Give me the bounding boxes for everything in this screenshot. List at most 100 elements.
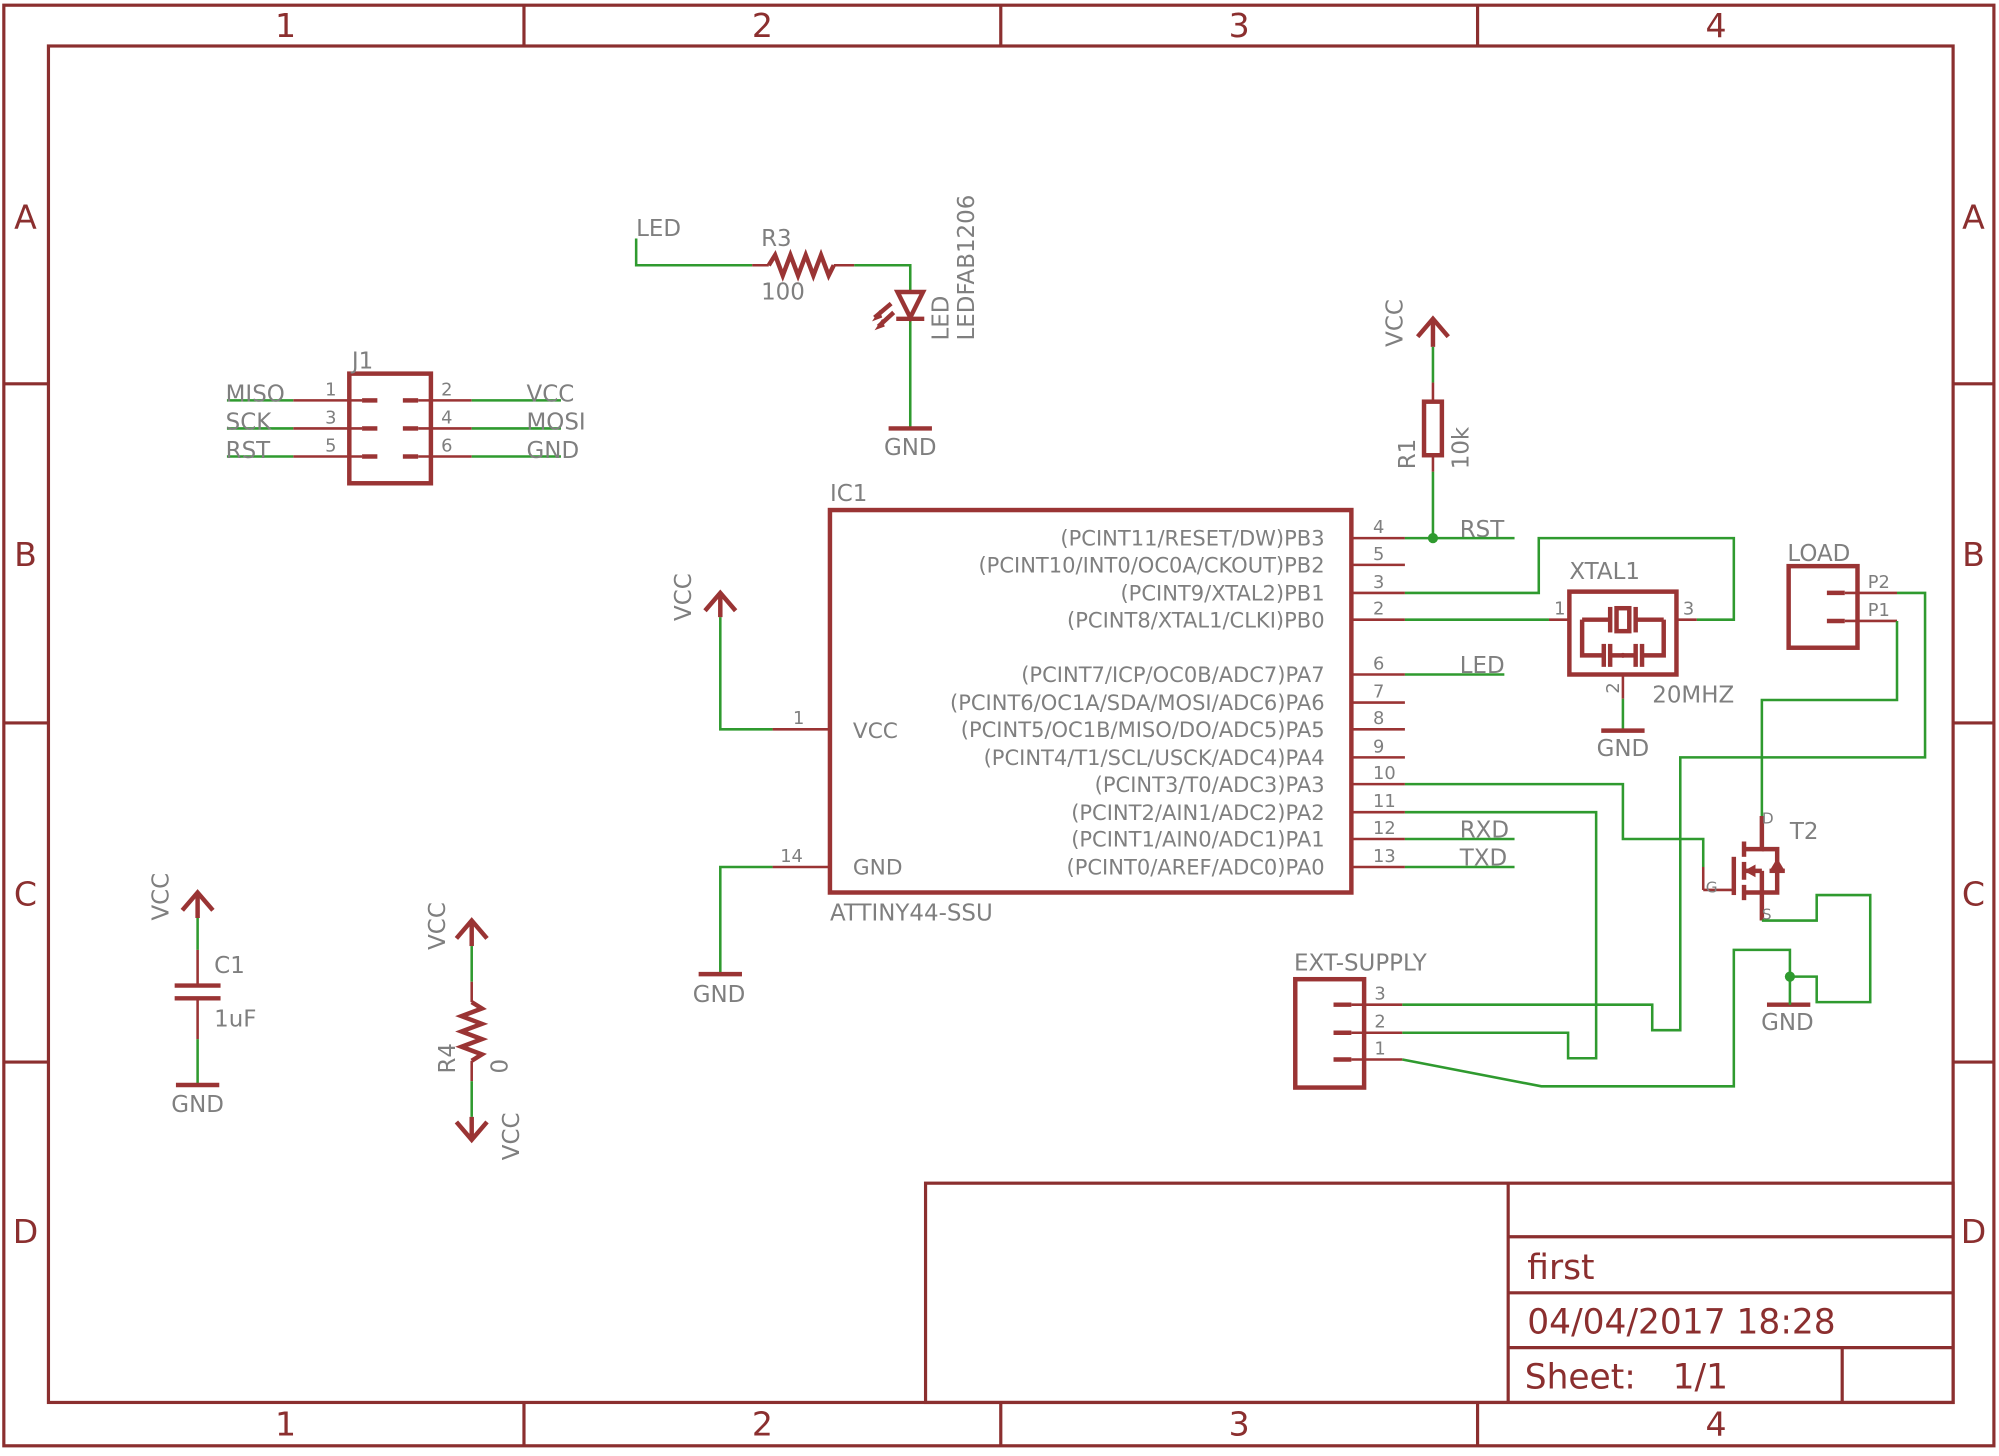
ic1-pin-label-6: (PCINT7/ICP/OC0B/ADC7)PA7 bbox=[1021, 662, 1324, 687]
title-block-sheet-value: 1/1 bbox=[1673, 1357, 1728, 1397]
ic1-pin-number-12: 12 bbox=[1373, 818, 1396, 839]
j1-net-gnd: GND bbox=[527, 438, 580, 464]
xtal1-resonator: XTAL1 20MHZ 1 3 2 GND bbox=[1548, 559, 1734, 762]
r4-resistor: VCC R4 0 VCC bbox=[425, 902, 525, 1160]
frame-col-top-2: 2 bbox=[752, 6, 773, 45]
ic1-pin-number-5: 5 bbox=[1373, 544, 1384, 565]
frame-col-top-1: 1 bbox=[275, 6, 296, 45]
t2-name: T2 bbox=[1789, 819, 1819, 845]
frame-col-top-4: 4 bbox=[1705, 6, 1726, 45]
ic1-pin-number-13: 13 bbox=[1373, 846, 1396, 867]
xtal1-gnd-label: GND bbox=[1597, 736, 1650, 762]
ic1-pin-label-8: (PCINT5/OC1B/MISO/DO/ADC5)PA5 bbox=[961, 717, 1325, 742]
t2-pin-s: S bbox=[1762, 905, 1772, 923]
frame-col-top-3: 3 bbox=[1229, 6, 1250, 45]
frame-row-left-d: D bbox=[13, 1212, 39, 1251]
r4-vcc-arrow-top bbox=[454, 917, 489, 940]
ic1-vcc-arrow bbox=[703, 589, 738, 613]
r3-name: R3 bbox=[761, 226, 792, 252]
c1-capacitor: VCC C1 1uF GND bbox=[148, 873, 256, 1118]
ic1-pin-number-6: 6 bbox=[1373, 653, 1384, 674]
ic1-pin-label-7: (PCINT6/OC1A/SDA/MOSI/ADC6)PA6 bbox=[950, 690, 1325, 715]
j1-net-rst: RST bbox=[226, 438, 271, 464]
ic1-pin-label-13: (PCINT0/AREF/ADC0)PA0 bbox=[1067, 855, 1325, 880]
r4-vcc-bottom-label: VCC bbox=[499, 1112, 525, 1160]
led-net-label: LED bbox=[636, 216, 681, 242]
j1-pin-2: 2 bbox=[441, 379, 452, 400]
net-wires bbox=[1402, 532, 1927, 1088]
ic1-name: IC1 bbox=[830, 481, 867, 507]
frame-row-right-c: C bbox=[1962, 874, 1985, 913]
load-pin-p1: P1 bbox=[1868, 600, 1890, 621]
j1-net-vcc: VCC bbox=[527, 382, 575, 408]
ic1-pin-label-3: (PCINT9/XTAL2)PB1 bbox=[1120, 581, 1324, 606]
c1-vcc-label: VCC bbox=[148, 873, 174, 921]
ic1-vcc-pin-label: VCC bbox=[853, 719, 898, 744]
xtal1-pin-3: 3 bbox=[1683, 599, 1694, 620]
frame-row-left-b: B bbox=[14, 535, 37, 574]
led-circuit: LED R3 100 LED LEDFAB1206 GND bbox=[634, 195, 980, 461]
r4-name: R4 bbox=[435, 1043, 461, 1074]
t2-pin-g: G bbox=[1706, 879, 1718, 897]
led-gnd-label: GND bbox=[884, 435, 937, 461]
ic1-vcc-pin-number: 1 bbox=[793, 708, 804, 729]
j1-pin-4: 4 bbox=[441, 407, 452, 428]
xtal1-name: XTAL1 bbox=[1569, 559, 1640, 585]
ic1-pin-label-9: (PCINT4/T1/SCL/USCK/ADC4)PA4 bbox=[984, 745, 1325, 770]
frame-col-bottom-1: 1 bbox=[275, 1405, 296, 1444]
ext-supply-connector: EXT-SUPPLY 3 2 1 bbox=[1293, 950, 1428, 1090]
ic1-pin-label-12: (PCINT1/AIN0/ADC1)PA1 bbox=[1071, 827, 1324, 852]
j1-pin-6: 6 bbox=[441, 435, 452, 456]
rst-junction-dot bbox=[1427, 532, 1439, 544]
ext-supply-pin-2: 2 bbox=[1374, 1012, 1385, 1033]
ext-supply-pin-3: 3 bbox=[1374, 984, 1385, 1005]
r1-vcc-label: VCC bbox=[1382, 299, 1408, 347]
frame-row-right-b: B bbox=[1962, 535, 1985, 574]
r4-vcc-arrow-bottom bbox=[454, 1120, 489, 1144]
r3-resistor-symbol bbox=[766, 248, 836, 282]
j1-net-sck: SCK bbox=[226, 410, 273, 436]
ic1-pin-number-10: 10 bbox=[1373, 763, 1396, 784]
ic1-pin-number-3: 3 bbox=[1373, 572, 1384, 593]
ic1-gnd-net-label: GND bbox=[693, 982, 746, 1008]
led-symbol bbox=[893, 289, 927, 323]
c1-value: 1uF bbox=[214, 1006, 256, 1032]
c1-vcc-arrow bbox=[180, 889, 215, 912]
ic1-pin-label-5: (PCINT10/INT0/OC0A/CKOUT)PB2 bbox=[978, 553, 1324, 578]
ic1-pin-label-11: (PCINT2/AIN1/ADC2)PA2 bbox=[1071, 800, 1324, 825]
ic1-gnd-pin-number: 14 bbox=[780, 846, 803, 867]
ext-supply-name: EXT-SUPPLY bbox=[1294, 950, 1428, 976]
j1-pin-pads bbox=[362, 398, 419, 459]
r1-resistor-symbol bbox=[1421, 399, 1445, 458]
xtal1-pin-2: 2 bbox=[1603, 682, 1624, 693]
xtal1-inner-symbol bbox=[1579, 605, 1666, 667]
frame-row-left-a: A bbox=[14, 197, 37, 236]
t2-pin-d: D bbox=[1762, 810, 1774, 828]
ic1-part: ATTINY44-SSU bbox=[830, 901, 993, 927]
load-pin-p2: P2 bbox=[1868, 572, 1890, 593]
ic1-pin-number-9: 9 bbox=[1373, 736, 1384, 757]
led-name: LED bbox=[929, 296, 955, 341]
frame-row-right-d: D bbox=[1961, 1212, 1987, 1251]
ic1-pin-label-10: (PCINT3/T0/ADC3)PA3 bbox=[1095, 772, 1325, 797]
t2-mosfet: T2 D G S GND bbox=[1701, 810, 1819, 1036]
j1-pin-3: 3 bbox=[325, 407, 336, 428]
frame-col-bottom-4: 4 bbox=[1705, 1405, 1726, 1444]
load-name: LOAD bbox=[1787, 541, 1850, 567]
t2-gnd-label: GND bbox=[1761, 1010, 1814, 1036]
ic1-pin-number-2: 2 bbox=[1373, 599, 1384, 620]
r4-resistor-symbol bbox=[455, 1000, 489, 1063]
r3-value: 100 bbox=[761, 280, 805, 306]
ic1-pin-label-2: (PCINT8/XTAL1/CLKI)PB0 bbox=[1067, 607, 1325, 632]
title-block: first 04/04/2017 18:28 Sheet: 1/1 bbox=[923, 1181, 1955, 1405]
c1-gnd-label: GND bbox=[171, 1092, 224, 1118]
j1-net-mosi: MOSI bbox=[527, 410, 586, 436]
r1-value: 10k bbox=[1449, 426, 1475, 469]
xtal1-pin-1: 1 bbox=[1554, 599, 1565, 620]
title-block-name: first bbox=[1527, 1248, 1594, 1288]
ext-supply-pin-1: 1 bbox=[1374, 1038, 1385, 1059]
j1-name: J1 bbox=[350, 349, 373, 375]
ic1-pin-label-4: (PCINT11/RESET/DW)PB3 bbox=[1060, 526, 1324, 551]
